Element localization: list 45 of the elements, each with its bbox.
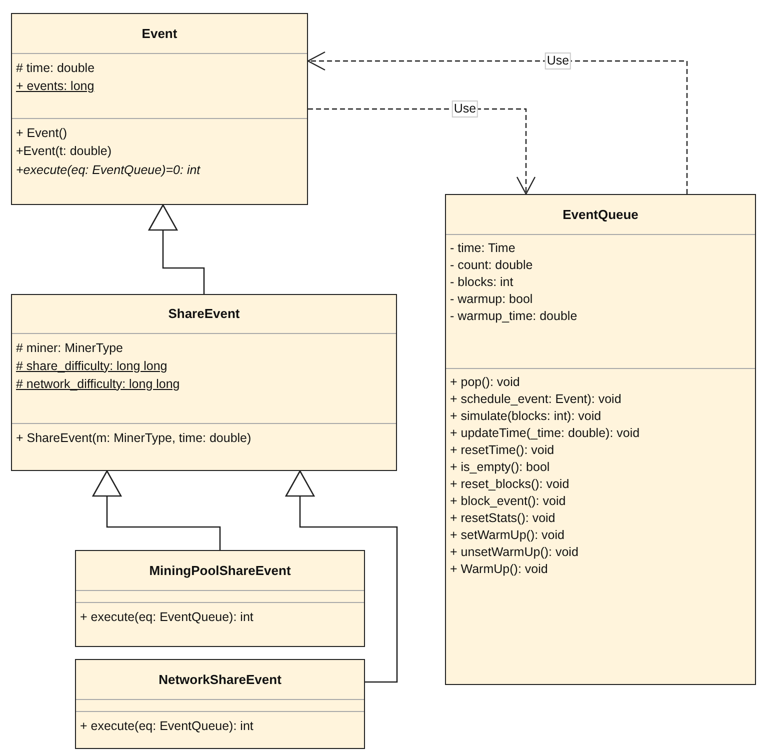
operation-text: + execute(eq: EventQueue): int [80,718,254,734]
class-box [75,550,365,647]
operation-text: + is_empty(): bool [450,458,550,476]
class-name: NetworkShareEvent [158,672,282,687]
class-name: ShareEvent [168,306,240,322]
operation-text: + setWarmUp(): void [450,526,564,544]
attribute-text: # network_difficulty: long long [16,376,180,392]
operation-text: +execute(eq: EventQueue)=0: int [16,162,200,179]
inheritance-arrow [148,204,205,294]
attribute-text: - count: double [450,256,533,274]
attribute-text: # share_difficulty: long long [16,358,168,374]
operation-text: + updateTime(_time: double): void [450,424,640,442]
operation-text: + ShareEvent(m: MinerType, time: double) [16,430,252,446]
attribute-text: # time: double [16,60,95,76]
attribute-text: # miner: MinerType [16,340,123,356]
operation-text: + Event() [16,124,68,142]
operation-text: + resetStats(): void [450,510,556,526]
class-box [11,294,397,471]
operation-text: + pop(): void [450,374,520,390]
class-box [445,194,756,685]
operation-text: + block_event(): void [450,492,566,510]
operation-text: + simulate(blocks: int): void [450,408,602,424]
dependency-arrow [308,108,536,195]
inheritance-arrow [92,470,221,550]
attribute-text: - time: Time [450,240,516,256]
operation-text: + schedule_event: Event): void [450,390,622,408]
attribute-text: - blocks: int [450,274,514,290]
class-box [11,13,308,205]
operation-text: +Event(t: double) [16,143,112,160]
operation-text: + unsetWarmUp(): void [450,544,578,560]
operation-text: + execute(eq: EventQueue): int [80,608,254,626]
inheritance-arrow [285,470,398,683]
edge-label: Use [452,100,478,118]
attribute-text: - warmup_time: double [450,308,578,324]
operation-text: + resetTime(): void [450,442,554,458]
operation-text: + reset_blocks(): void [450,476,570,492]
edge-label: Use [544,52,572,70]
attribute-text: - warmup: bool [450,290,533,308]
class-name: EventQueue [562,206,638,222]
operation-text: + WarmUp(): void [450,560,548,578]
class-name: Event [142,26,178,41]
attribute-text: + events: long [16,78,94,95]
class-name: MiningPoolShareEvent [149,562,291,578]
dependency-arrow [307,51,688,194]
class-box [75,659,365,749]
